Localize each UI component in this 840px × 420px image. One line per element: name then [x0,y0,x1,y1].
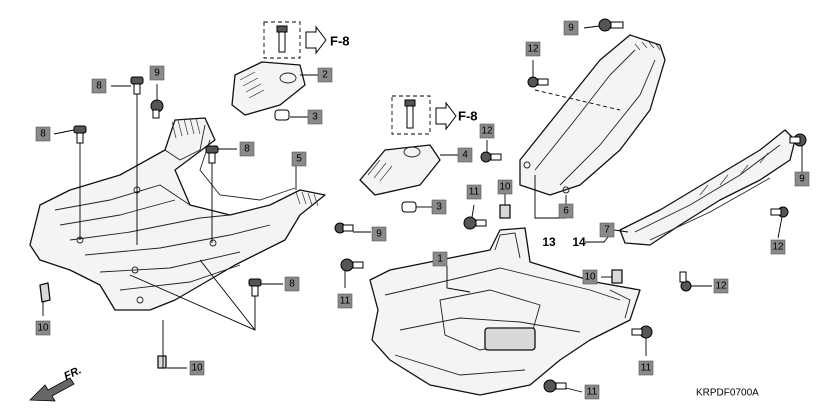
bolt-11b [463,216,487,230]
svg-text:5: 5 [296,154,302,165]
svg-text:9: 9 [154,68,160,79]
under-tray-part-1 [369,227,641,396]
svg-text:6: 6 [563,206,569,217]
svg-text:10: 10 [37,323,49,334]
svg-text:10: 10 [191,363,203,374]
bolt-11c [631,325,653,339]
svg-text:10: 10 [499,182,511,193]
side-cover-part-7 [619,129,796,246]
callout-9b: 9 [371,226,387,242]
bolt-12a [480,151,502,163]
svg-text:11: 11 [469,187,480,198]
callout-6: 6 [558,203,574,219]
bolt-12d [679,271,692,292]
callout-10c: 10 [497,179,513,195]
bolt-8c [205,145,219,164]
callout-3b: 3 [431,199,447,215]
callout-8c: 8 [239,141,255,157]
svg-text:9: 9 [799,174,805,185]
svg-text:11: 11 [340,296,351,307]
callout-11c: 11 [638,360,654,376]
callout-10d: 10 [582,269,598,285]
svg-text:1: 1 [437,254,443,265]
ref-label-top: F-8 [330,34,350,49]
callout-10b: 10 [189,360,205,376]
callout-11a: 11 [337,293,353,309]
svg-text:11: 11 [641,363,652,374]
callout-9c: 9 [563,20,579,36]
svg-text:9: 9 [376,229,382,240]
svg-text:12: 12 [715,281,727,292]
grommet-3b [401,201,417,213]
diagram-code: KRPDF0700A [696,388,759,399]
callout-12a: 12 [525,41,541,57]
bolt-9b [334,222,354,234]
clip-10b [611,269,623,284]
front-label: FR. [62,364,83,382]
svg-text:8: 8 [289,279,295,290]
svg-text:8: 8 [244,144,250,155]
svg-text:12: 12 [527,44,539,55]
svg-text:7: 7 [604,225,610,236]
callout-8d: 8 [284,276,300,292]
callout-12d: 12 [713,278,729,294]
callout-2: 2 [317,67,333,83]
svg-text:10: 10 [584,272,596,283]
bolt-12c [770,206,789,218]
callout-3a: 3 [307,109,323,125]
svg-text:11: 11 [587,387,598,398]
callout-11b: 11 [466,184,482,200]
svg-text:3: 3 [436,202,442,213]
svg-text:2: 2 [322,70,328,81]
callout-7: 7 [599,222,615,238]
svg-text:3: 3 [312,112,318,123]
svg-text:12: 12 [481,126,493,137]
bolt-9c [598,18,624,32]
grommet-3a [274,109,290,121]
callout-8a: 8 [91,78,107,94]
callout-8b: 8 [35,126,51,142]
callout-9d: 9 [794,171,810,187]
bolt-11d [543,379,567,393]
bolt-9a [150,99,164,119]
callout-9a: 9 [149,65,165,81]
side-cover-part-6 [519,34,666,196]
svg-text:8: 8 [40,129,46,140]
callout-group: 1 2 3 3 4 5 6 7 8 8 8 8 9 9 9 9 10 10 10… [35,20,810,400]
lower-floor-cover [29,117,326,369]
cover-part-2 [231,61,306,116]
callout-12b: 12 [479,123,495,139]
callout-4: 4 [457,147,473,163]
clip-10a [499,204,511,219]
bolt-ref-top [263,21,327,59]
bolt-ref-mid [391,95,457,135]
svg-text:12: 12 [772,242,784,253]
callout-1: 1 [432,251,448,267]
bolt-8b [73,125,87,144]
group-label-14: 14 [572,235,586,249]
callout-10a: 10 [35,320,51,336]
group-label-13: 13 [542,235,556,249]
bolt-9d [789,133,807,147]
callout-5: 5 [291,151,307,167]
svg-text:4: 4 [462,150,468,161]
svg-text:8: 8 [96,81,102,92]
bolt-11a [340,258,364,272]
cover-part-4 [359,144,441,196]
bolt-12b [527,76,549,88]
bolt-8a [130,76,144,95]
callout-11d: 11 [584,384,600,400]
front-direction-arrow: FR. [29,364,83,402]
callout-12c: 12 [770,239,786,255]
ref-label-mid: F-8 [458,109,478,124]
bolt-8d [248,278,262,297]
svg-text:9: 9 [568,23,574,34]
